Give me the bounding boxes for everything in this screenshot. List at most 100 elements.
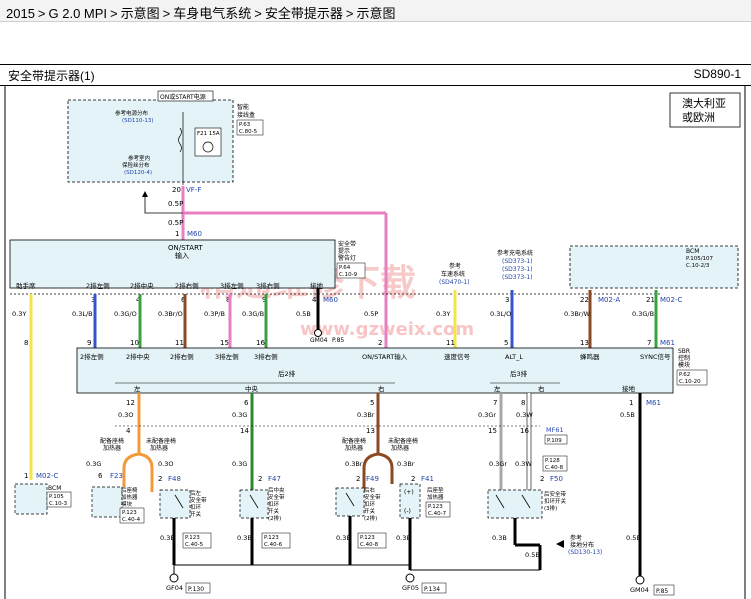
uw-bpin-8: 11 <box>446 339 455 347</box>
uw-pin-6: 4 <box>312 296 317 304</box>
pin-1-conn: M60 <box>187 230 202 238</box>
ground-gf05-icon <box>405 573 415 583</box>
pin-1-num: 1 <box>175 230 179 238</box>
lamp-ref-2: C.10-9 <box>339 272 358 278</box>
uw-bpin-10: 13 <box>580 339 589 347</box>
f49-switch-icon <box>345 492 355 507</box>
ref-speed-1: 参考 <box>449 262 461 270</box>
gnd-m60-ref: P.85 <box>332 337 344 344</box>
pink-gauge-top: 0.5P <box>168 200 183 208</box>
top-bar: 2015>G 2.0 MPI>示意图>车身电气系统>安全带提示器>示意图 <box>0 0 751 22</box>
ground-gm04-icon <box>635 575 645 585</box>
heater-without-l-1: 未配备座椅 <box>146 437 176 445</box>
wire-brown-to-f49 <box>362 452 379 490</box>
breadcrumb-engine[interactable]: G 2.0 MPI <box>48 6 108 21</box>
f23-label-3: 模块 <box>121 500 133 508</box>
breadcrumb-body-electrical[interactable]: 车身电气系统 <box>173 6 252 21</box>
section-ground: 接地 <box>622 384 636 393</box>
bcm-bottom-ref-1: P.105 <box>49 494 64 500</box>
mod-in-11: SYNC信号 <box>640 352 671 361</box>
region-note-line1: 澳大利亚 <box>682 96 726 110</box>
f48-pin: 2 <box>158 475 162 483</box>
bcm-top-label: BCM <box>686 248 699 255</box>
uw-pin-10: 22 <box>580 296 589 304</box>
uw-top-6: 接地 <box>310 281 324 290</box>
heater-without-r-2: 加热器 <box>391 444 409 452</box>
f49-conn: F49 <box>366 475 379 483</box>
heater-with-r-1: 配备座椅 <box>342 437 366 445</box>
upper-conn-m61: M61 <box>660 339 675 347</box>
uw-bpin-11: 7 <box>647 339 651 347</box>
heater-with-r-2: 加热器 <box>345 444 363 452</box>
mf61-ref: P.109 <box>547 438 562 444</box>
gnd-m60-label: GM04 <box>310 337 328 344</box>
f49-bottom-ref-1: P.123 <box>360 535 375 541</box>
uw-gauge-1: 0.3L/B <box>72 310 93 318</box>
uw-pin-5: 9 <box>262 296 266 304</box>
f47-label-5: (2排) <box>268 514 281 522</box>
on-start-label-2: 输入 <box>175 251 189 260</box>
lw-gauge-1: 0.3G <box>232 411 247 419</box>
lw-gauge-5: 0.5B <box>620 411 635 419</box>
f49-label-4: 开关 <box>364 507 376 515</box>
gauge-b-6: 0.5B <box>626 534 641 542</box>
f50-switch-box <box>487 489 543 519</box>
f47-label-4: 开关 <box>268 507 280 515</box>
f49-switch-box <box>335 487 365 517</box>
f49-pin: 2 <box>356 475 360 483</box>
uw-gauge-8: 0.3Y <box>436 310 450 318</box>
fuse-icon <box>178 127 182 153</box>
sbr-ref-box <box>676 369 708 386</box>
lamp-label-3: 警告灯 <box>338 254 356 262</box>
f49-gauge: 0.3Br <box>345 460 363 468</box>
mod-in-9: ALT_L <box>505 353 523 361</box>
uw-top-3: 2排右侧 <box>175 281 199 290</box>
ground-gm04-ref: P.85 <box>656 588 668 595</box>
f41-label-1: 后座垫 <box>427 486 444 494</box>
f48-label-1: 后左 <box>190 489 202 497</box>
mf61-ref-box <box>544 434 568 445</box>
lamp-ref-1: P.64 <box>339 265 351 271</box>
f47-switch-icon <box>249 494 259 509</box>
uw-gauge-4: 0.3P/B <box>204 310 225 318</box>
f48-label-4: 开关 <box>190 510 202 518</box>
f47-label-3: 扣环 <box>268 500 280 508</box>
bcm-bottom-box <box>14 483 48 515</box>
uw-top-0: 助手席 <box>16 281 36 290</box>
ground-m60-icon <box>314 329 322 337</box>
sbr-ref-1: P.62 <box>679 372 690 378</box>
mod-in-1: 2排左侧 <box>80 352 104 361</box>
pin-20-num: 20 <box>172 186 181 194</box>
f23-conn: F23 <box>110 472 123 480</box>
breadcrumb-seatbelt-reminder[interactable]: 安全带提示器 <box>264 6 343 21</box>
section-left-3: 左 <box>494 384 501 393</box>
bcm-bottom-ref-box <box>46 491 72 508</box>
lamp-label-1: 安全带 <box>338 240 356 248</box>
power-label-box <box>157 90 214 102</box>
f50-ref-1: P.128 <box>545 458 560 464</box>
on-start-label-1: ON/START <box>168 244 203 252</box>
ground-gf04-ref-box <box>185 582 211 594</box>
uw-gauge-2: 0.3G/O <box>114 310 137 318</box>
ground-ref-3: (SD130-13) <box>568 549 602 556</box>
pin-20-conn: VF-F <box>186 186 201 194</box>
f50-label-1: 后安全带 <box>544 490 567 498</box>
uw-gauge-3: 0.3Br/O <box>158 310 183 318</box>
arrow-up-icon <box>142 191 148 197</box>
f49-label-3: 扣环 <box>364 500 376 508</box>
upper-conn-m02c: M02-C <box>660 296 682 304</box>
section-row3: 后3排 <box>510 369 528 378</box>
breadcrumb-schematic[interactable]: 示意图 <box>120 6 160 21</box>
f41-pin: 2 <box>411 475 415 483</box>
f48-bottom-ref-2: C.40-5 <box>185 542 204 548</box>
pink-gauge-mid: 0.5P <box>168 219 183 227</box>
breadcrumb-year[interactable]: 2015 <box>6 6 35 21</box>
gauge-b-2: 0.3B <box>336 534 351 542</box>
f48-label-3: 扣环 <box>190 503 202 511</box>
arrow-link <box>144 195 183 214</box>
bcm-bottom-conn: M02-C <box>36 472 58 480</box>
gauge-b-0: 0.3B <box>160 534 175 542</box>
breadcrumb-current: 示意图 <box>356 6 396 21</box>
uw-gauge-9: 0.3L/O <box>490 310 511 318</box>
